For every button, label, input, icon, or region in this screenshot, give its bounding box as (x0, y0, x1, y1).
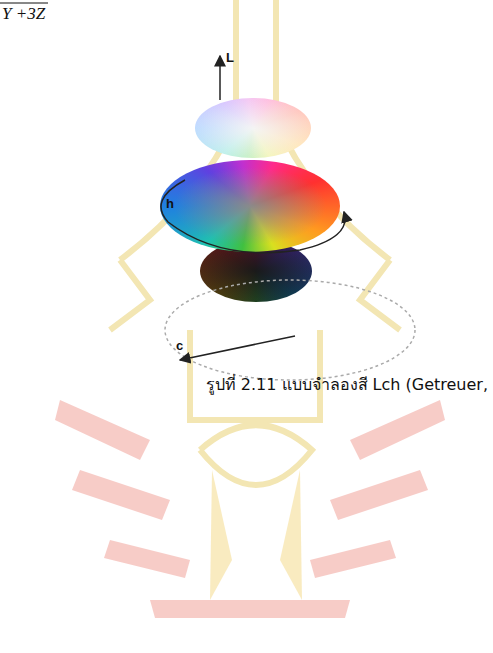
fraction-bar (0, 3, 48, 4)
c-arrow (180, 336, 295, 360)
axis-label: L (226, 50, 234, 65)
axis-label: c (176, 338, 183, 353)
figure-caption: รูปที่ 2.11 แบบจำลองสี Lch (Getreuer, (206, 372, 488, 397)
light-disc (195, 98, 311, 158)
axis-label: h (166, 196, 174, 211)
chroma-circle (165, 280, 415, 380)
h-arrow (161, 180, 345, 253)
middle-disc (160, 160, 340, 252)
l-axis (219, 56, 221, 100)
formula-text: Y +3Z (2, 4, 45, 24)
